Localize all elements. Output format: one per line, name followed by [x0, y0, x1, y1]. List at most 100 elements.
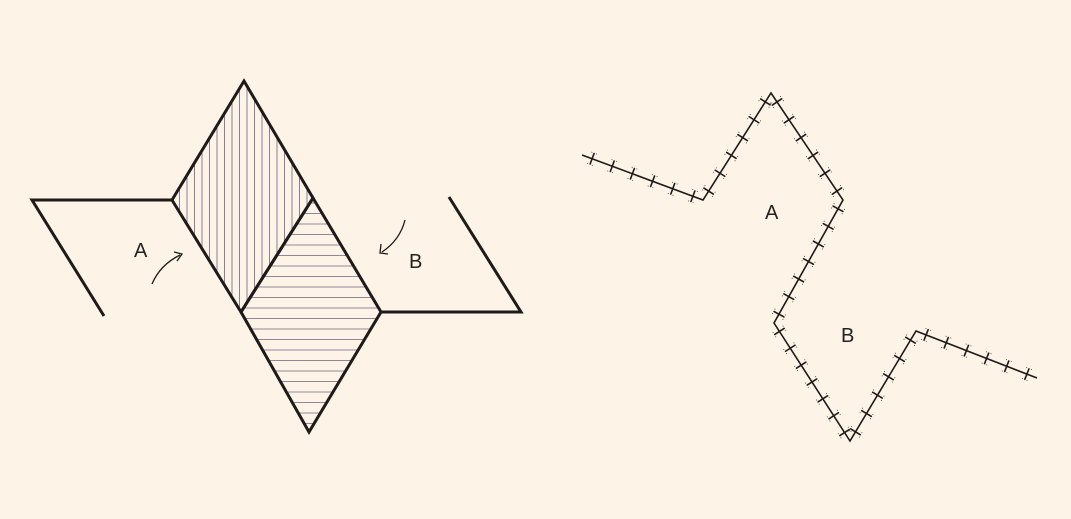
tick-whisker — [818, 173, 822, 180]
tick-whisker — [811, 261, 816, 268]
tick-whisker — [770, 102, 774, 108]
tick-whisker — [902, 358, 907, 365]
tick-whisker — [1026, 367, 1033, 370]
tick-whisker — [965, 343, 972, 347]
chain-tick — [714, 169, 726, 178]
tick-whisker — [671, 181, 678, 185]
tick-whisker — [647, 185, 654, 189]
tick-whisker — [611, 159, 618, 163]
tick-whisker — [692, 189, 698, 193]
tick-whisker — [837, 433, 842, 439]
tick-whisker — [713, 167, 717, 173]
chain-tick — [629, 167, 636, 180]
tick-whisker — [945, 335, 952, 339]
tick-whisker — [892, 352, 897, 359]
chain-tick — [649, 175, 656, 188]
horizontal-hatch-region — [241, 202, 381, 424]
chain-tick — [943, 336, 950, 349]
tick-whisker — [891, 377, 896, 383]
tick-whisker — [981, 362, 988, 366]
chain-tick — [690, 190, 696, 203]
chain-tick — [703, 187, 715, 195]
chain-tick — [893, 354, 906, 363]
tick-whisker — [631, 166, 638, 170]
tick-whisker — [920, 339, 927, 342]
tick-whisker — [821, 220, 825, 227]
chain-tick — [748, 115, 760, 124]
tick-whisker — [961, 354, 968, 358]
vertical-hatch-region — [172, 81, 308, 312]
tick-whisker — [607, 170, 614, 174]
chain-tick — [589, 152, 595, 165]
chain-tick — [860, 409, 873, 418]
tick-whisker — [801, 255, 806, 262]
tick-whisker — [805, 382, 809, 388]
chain-tick — [795, 133, 807, 142]
chain-tick — [1003, 360, 1010, 373]
tick-whisker — [841, 208, 846, 215]
tick-whisker — [1005, 359, 1012, 363]
tick-whisker — [903, 334, 908, 340]
chain-tick — [963, 344, 970, 357]
chain-tick — [783, 293, 795, 301]
lower-rhombus — [239, 195, 383, 435]
chain-tick — [882, 373, 895, 381]
tick-whisker — [758, 96, 763, 102]
chain-tick — [725, 151, 737, 160]
tick-whisker — [627, 177, 634, 181]
chain-tick — [737, 133, 749, 142]
tick-whisker — [791, 273, 796, 279]
chain-tick — [802, 257, 815, 266]
tick-whisker — [830, 191, 834, 198]
tick-whisker — [794, 365, 798, 372]
tick-whisker — [880, 395, 885, 401]
tick-whisker — [811, 238, 815, 244]
chain-tick — [773, 327, 785, 336]
tick-whisker — [831, 226, 836, 233]
tick-whisker — [745, 138, 750, 144]
left-bracket-edge — [29, 198, 172, 317]
chain-tick — [819, 169, 831, 178]
tick-whisker — [870, 389, 875, 395]
chain-tick — [784, 344, 796, 353]
tick-whisker — [815, 399, 820, 405]
chain-tick — [828, 411, 840, 420]
chain-tick — [759, 98, 771, 106]
tick-whisker — [821, 244, 826, 250]
tick-whisker — [840, 185, 844, 191]
tick-whisker — [734, 155, 739, 162]
tick-whisker — [806, 156, 810, 162]
tick-whisker — [881, 371, 886, 377]
tick-whisker — [757, 120, 761, 126]
chain-tick — [983, 352, 990, 365]
tick-whisker — [913, 340, 918, 346]
label-a-left: A — [134, 240, 148, 262]
chain-tick — [849, 428, 862, 436]
tick-whisker — [711, 191, 716, 197]
chain-tick — [795, 361, 807, 370]
chain-tick — [669, 182, 676, 195]
arrow-a — [151, 251, 184, 285]
tick-whisker — [772, 332, 777, 338]
chain-tick — [807, 151, 819, 160]
right-bracket-edge — [381, 196, 524, 314]
tick-whisker — [771, 308, 776, 315]
tick-whisker — [804, 359, 809, 365]
label-b-right: B — [841, 325, 854, 347]
tick-whisker — [747, 113, 751, 120]
right-panel: A B — [581, 91, 1038, 443]
label-a-right: A — [765, 202, 779, 224]
tick-whisker — [802, 279, 806, 285]
chain-tick — [793, 275, 805, 283]
chain-tick — [609, 160, 616, 173]
tick-whisker — [859, 407, 864, 414]
tick-whisker — [925, 327, 932, 331]
tick-whisker — [587, 162, 593, 166]
chain-tick — [904, 336, 917, 344]
chain-tick — [822, 222, 834, 230]
chain-tick — [783, 115, 795, 124]
tick-whisker — [816, 149, 820, 155]
tick-whisker — [768, 102, 773, 108]
tick-whisker — [782, 314, 786, 320]
